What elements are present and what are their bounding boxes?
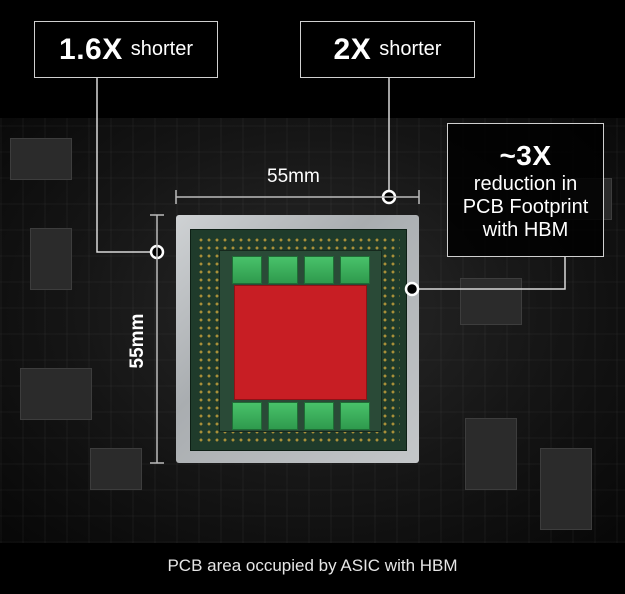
reduction-line-3: with HBM xyxy=(482,218,569,241)
pcb-component xyxy=(10,138,72,180)
pcb-component xyxy=(90,448,142,490)
gpu-package xyxy=(176,215,419,463)
shorter-1-6x-box: 1.6X shorter xyxy=(34,21,218,78)
reduction-value: ~3X xyxy=(499,139,552,171)
pcb-component xyxy=(465,418,517,490)
pcb-component xyxy=(20,368,92,420)
hbm-stack xyxy=(268,256,298,284)
hbm-stack xyxy=(340,256,370,284)
ratio-value: 1.6X xyxy=(59,32,123,66)
hbm-stack xyxy=(232,256,262,284)
hbm-stack xyxy=(340,402,370,430)
package-substrate xyxy=(190,229,407,451)
pcb-component xyxy=(30,228,72,290)
footprint-reduction-box: ~3X reduction in PCB Footprint with HBM xyxy=(447,123,604,257)
pcb-component xyxy=(460,278,522,325)
interposer xyxy=(219,250,382,432)
height-dimension-label: 55mm xyxy=(127,313,148,369)
width-dimension-label: 55mm xyxy=(267,166,320,187)
hbm-stack xyxy=(232,402,262,430)
ratio-value: 2X xyxy=(333,32,372,66)
ratio-label: shorter xyxy=(379,38,442,60)
ratio-label: shorter xyxy=(130,38,193,60)
hbm-stack xyxy=(304,402,334,430)
shorter-2x-box: 2X shorter xyxy=(300,21,475,78)
hbm-stack xyxy=(304,256,334,284)
hbm-stack xyxy=(268,402,298,430)
reduction-line-1: reduction in xyxy=(473,172,578,195)
reduction-line-2: PCB Footprint xyxy=(462,195,589,218)
asic-die xyxy=(234,285,367,400)
caption: PCB area occupied by ASIC with HBM xyxy=(167,556,458,575)
pcb-component xyxy=(540,448,592,530)
